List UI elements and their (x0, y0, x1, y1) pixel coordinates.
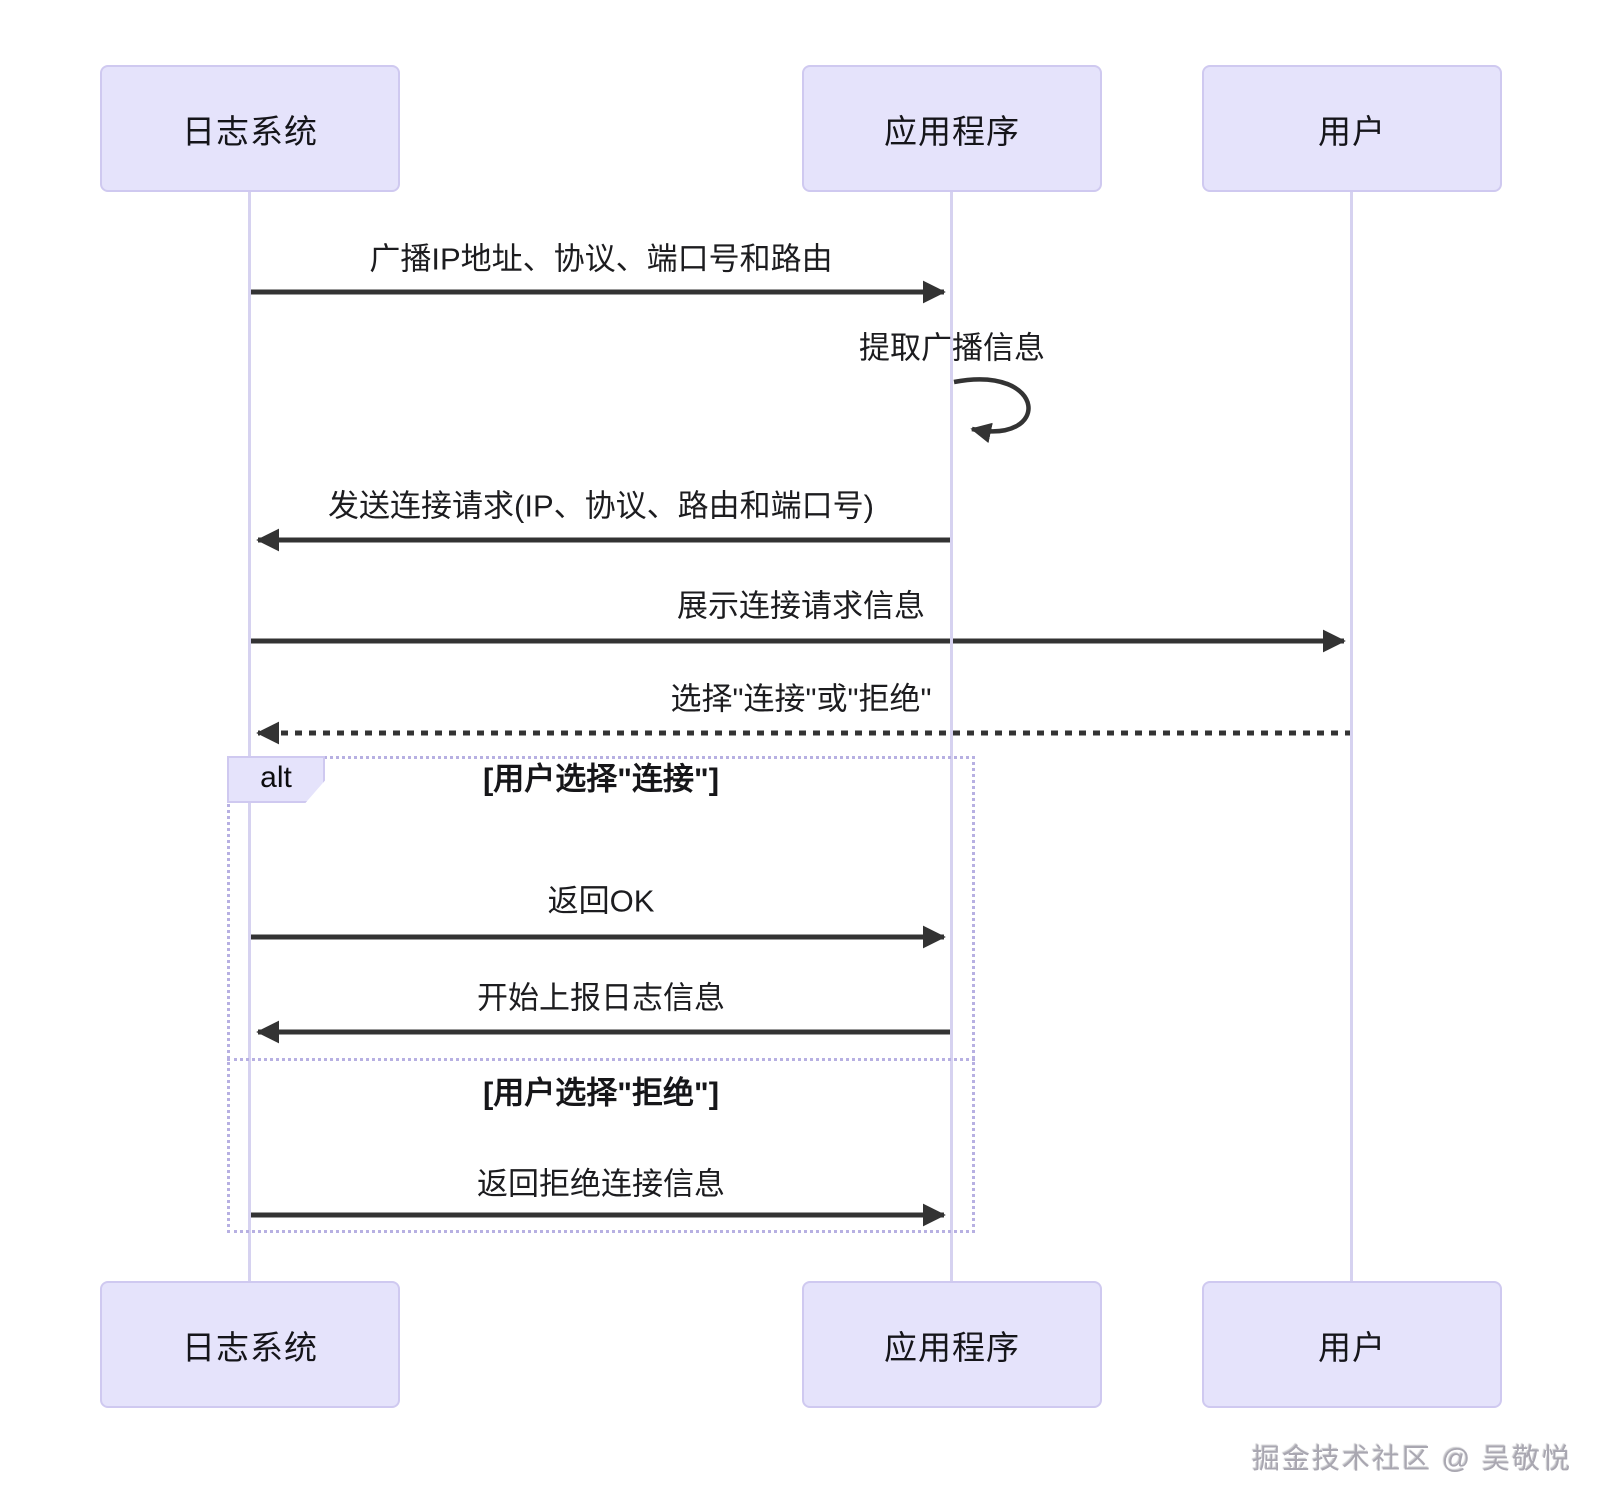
arrow-extract-self-loop (953, 377, 1031, 444)
actor-box-user-top: 用户 (1202, 65, 1502, 192)
alt-fragment-divider (227, 1058, 975, 1061)
actor-box-application-top: 应用程序 (802, 65, 1102, 192)
watermark-credit: 掘金技术社区 @ 吴敬悦 (1252, 1443, 1572, 1474)
lifeline-log-system (248, 192, 251, 1283)
actor-box-application-bottom: 应用程序 (802, 1281, 1102, 1408)
alt-fragment-label: alt (227, 756, 325, 803)
actor-box-user-bottom: 用户 (1202, 1281, 1502, 1408)
lifeline-user (1350, 192, 1353, 1283)
actor-box-log-system-top: 日志系统 (100, 65, 400, 192)
message-label-show-request: 展示连接请求信息 (677, 588, 925, 624)
message-label-return-ok: 返回OK (547, 883, 655, 919)
actor-box-log-system-bottom: 日志系统 (100, 1281, 400, 1408)
message-label-broadcast: 广播IP地址、协议、端口号和路由 (369, 241, 833, 277)
lifeline-application (950, 192, 953, 1283)
message-label-extract: 提取广播信息 (859, 330, 1045, 366)
alt-condition-connect: [用户选择"连接"] (482, 761, 720, 797)
alt-fragment-frame (227, 756, 975, 1233)
message-label-start-report: 开始上报日志信息 (477, 980, 725, 1016)
message-label-choose: 选择"连接"或"拒绝" (670, 681, 932, 717)
message-label-connect-request: 发送连接请求(IP、协议、路由和端口号) (328, 488, 874, 524)
message-label-return-reject: 返回拒绝连接信息 (477, 1166, 725, 1202)
alt-condition-reject: [用户选择"拒绝"] (482, 1075, 720, 1111)
